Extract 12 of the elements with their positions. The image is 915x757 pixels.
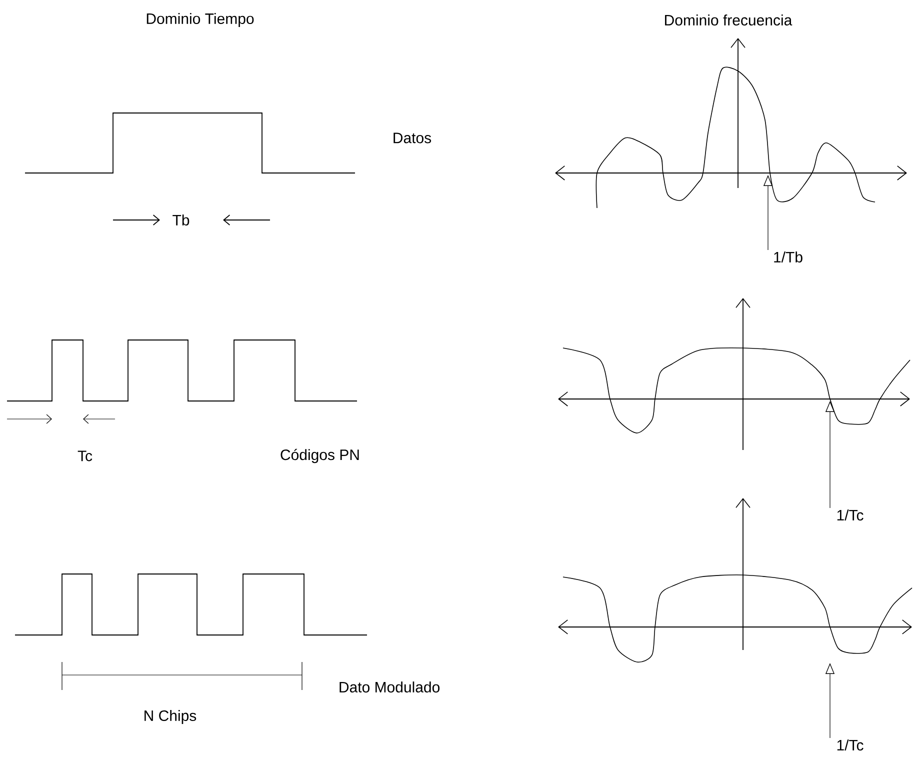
label: Dominio Tiempo [146,13,254,27]
spectrum-drawing [558,498,912,662]
label: Tc [78,450,92,462]
leader-label: 1/Tb [774,252,802,262]
label: Códigos PN [280,448,359,464]
leader-label: 1/Tc [837,739,864,750]
label: Dato Modulado [340,682,440,692]
label: Tb [172,214,190,226]
label: N Chips [144,710,196,724]
spectrum-drawing [558,298,910,450]
label: Datos [394,132,432,144]
spectrum-drawing [555,38,907,208]
